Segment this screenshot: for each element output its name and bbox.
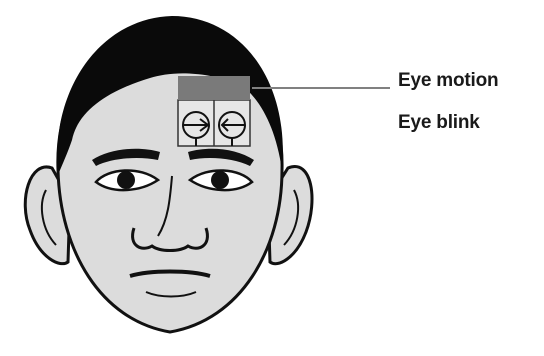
sensor-bar bbox=[178, 76, 250, 100]
left-pupil bbox=[117, 171, 135, 189]
right-pupil bbox=[211, 171, 229, 189]
eye-motion-label: Eye motion bbox=[398, 70, 498, 92]
eye-blink-label: Eye blink bbox=[398, 112, 480, 134]
